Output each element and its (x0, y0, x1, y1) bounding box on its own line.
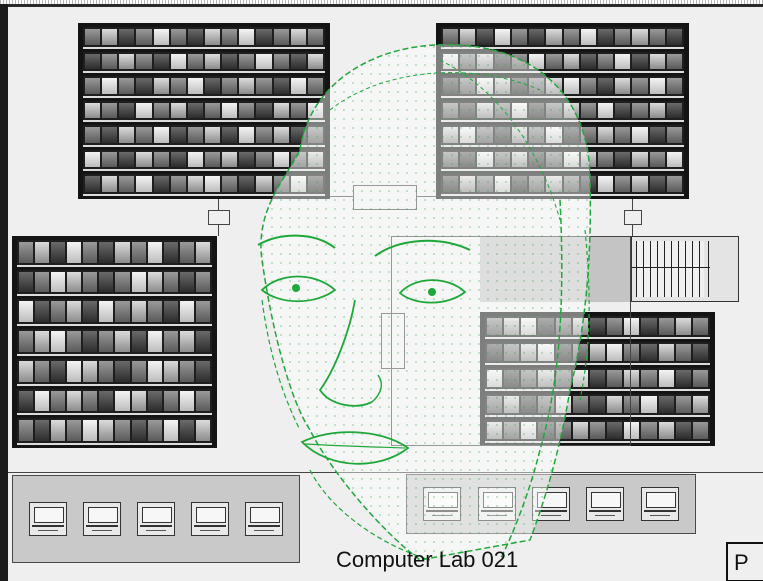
bookshelf-left (12, 236, 217, 448)
workstation (640, 487, 679, 521)
left-wall (0, 4, 8, 581)
cheek-line (261, 299, 301, 431)
top-wall (8, 4, 763, 7)
left-eyebrow (257, 234, 336, 249)
workstation (83, 502, 121, 536)
wall-segment (218, 225, 219, 236)
stairs (631, 236, 739, 302)
wall-segment (632, 225, 633, 236)
right-pupil (428, 288, 436, 296)
nose (318, 299, 373, 407)
mouth (300, 431, 410, 465)
workstation (245, 502, 283, 536)
left-pupil (292, 284, 300, 292)
right-eye (398, 279, 467, 304)
computer-table-left (12, 475, 300, 563)
wall-segment (632, 199, 633, 210)
workstation (191, 502, 229, 536)
corner-label: P (726, 542, 763, 581)
jaw-line (309, 469, 431, 561)
column-left (208, 210, 230, 225)
hair-line (329, 72, 541, 111)
workstation (586, 487, 625, 521)
right-contour (499, 199, 563, 561)
plan-border (0, 0, 763, 4)
right-eyebrow (374, 239, 471, 257)
workstation (29, 502, 67, 536)
room-label: Computer Lab 021 (336, 547, 519, 572)
workstation (137, 502, 175, 536)
wall-segment (218, 199, 219, 210)
left-eye (260, 275, 337, 303)
column-right (624, 210, 642, 225)
